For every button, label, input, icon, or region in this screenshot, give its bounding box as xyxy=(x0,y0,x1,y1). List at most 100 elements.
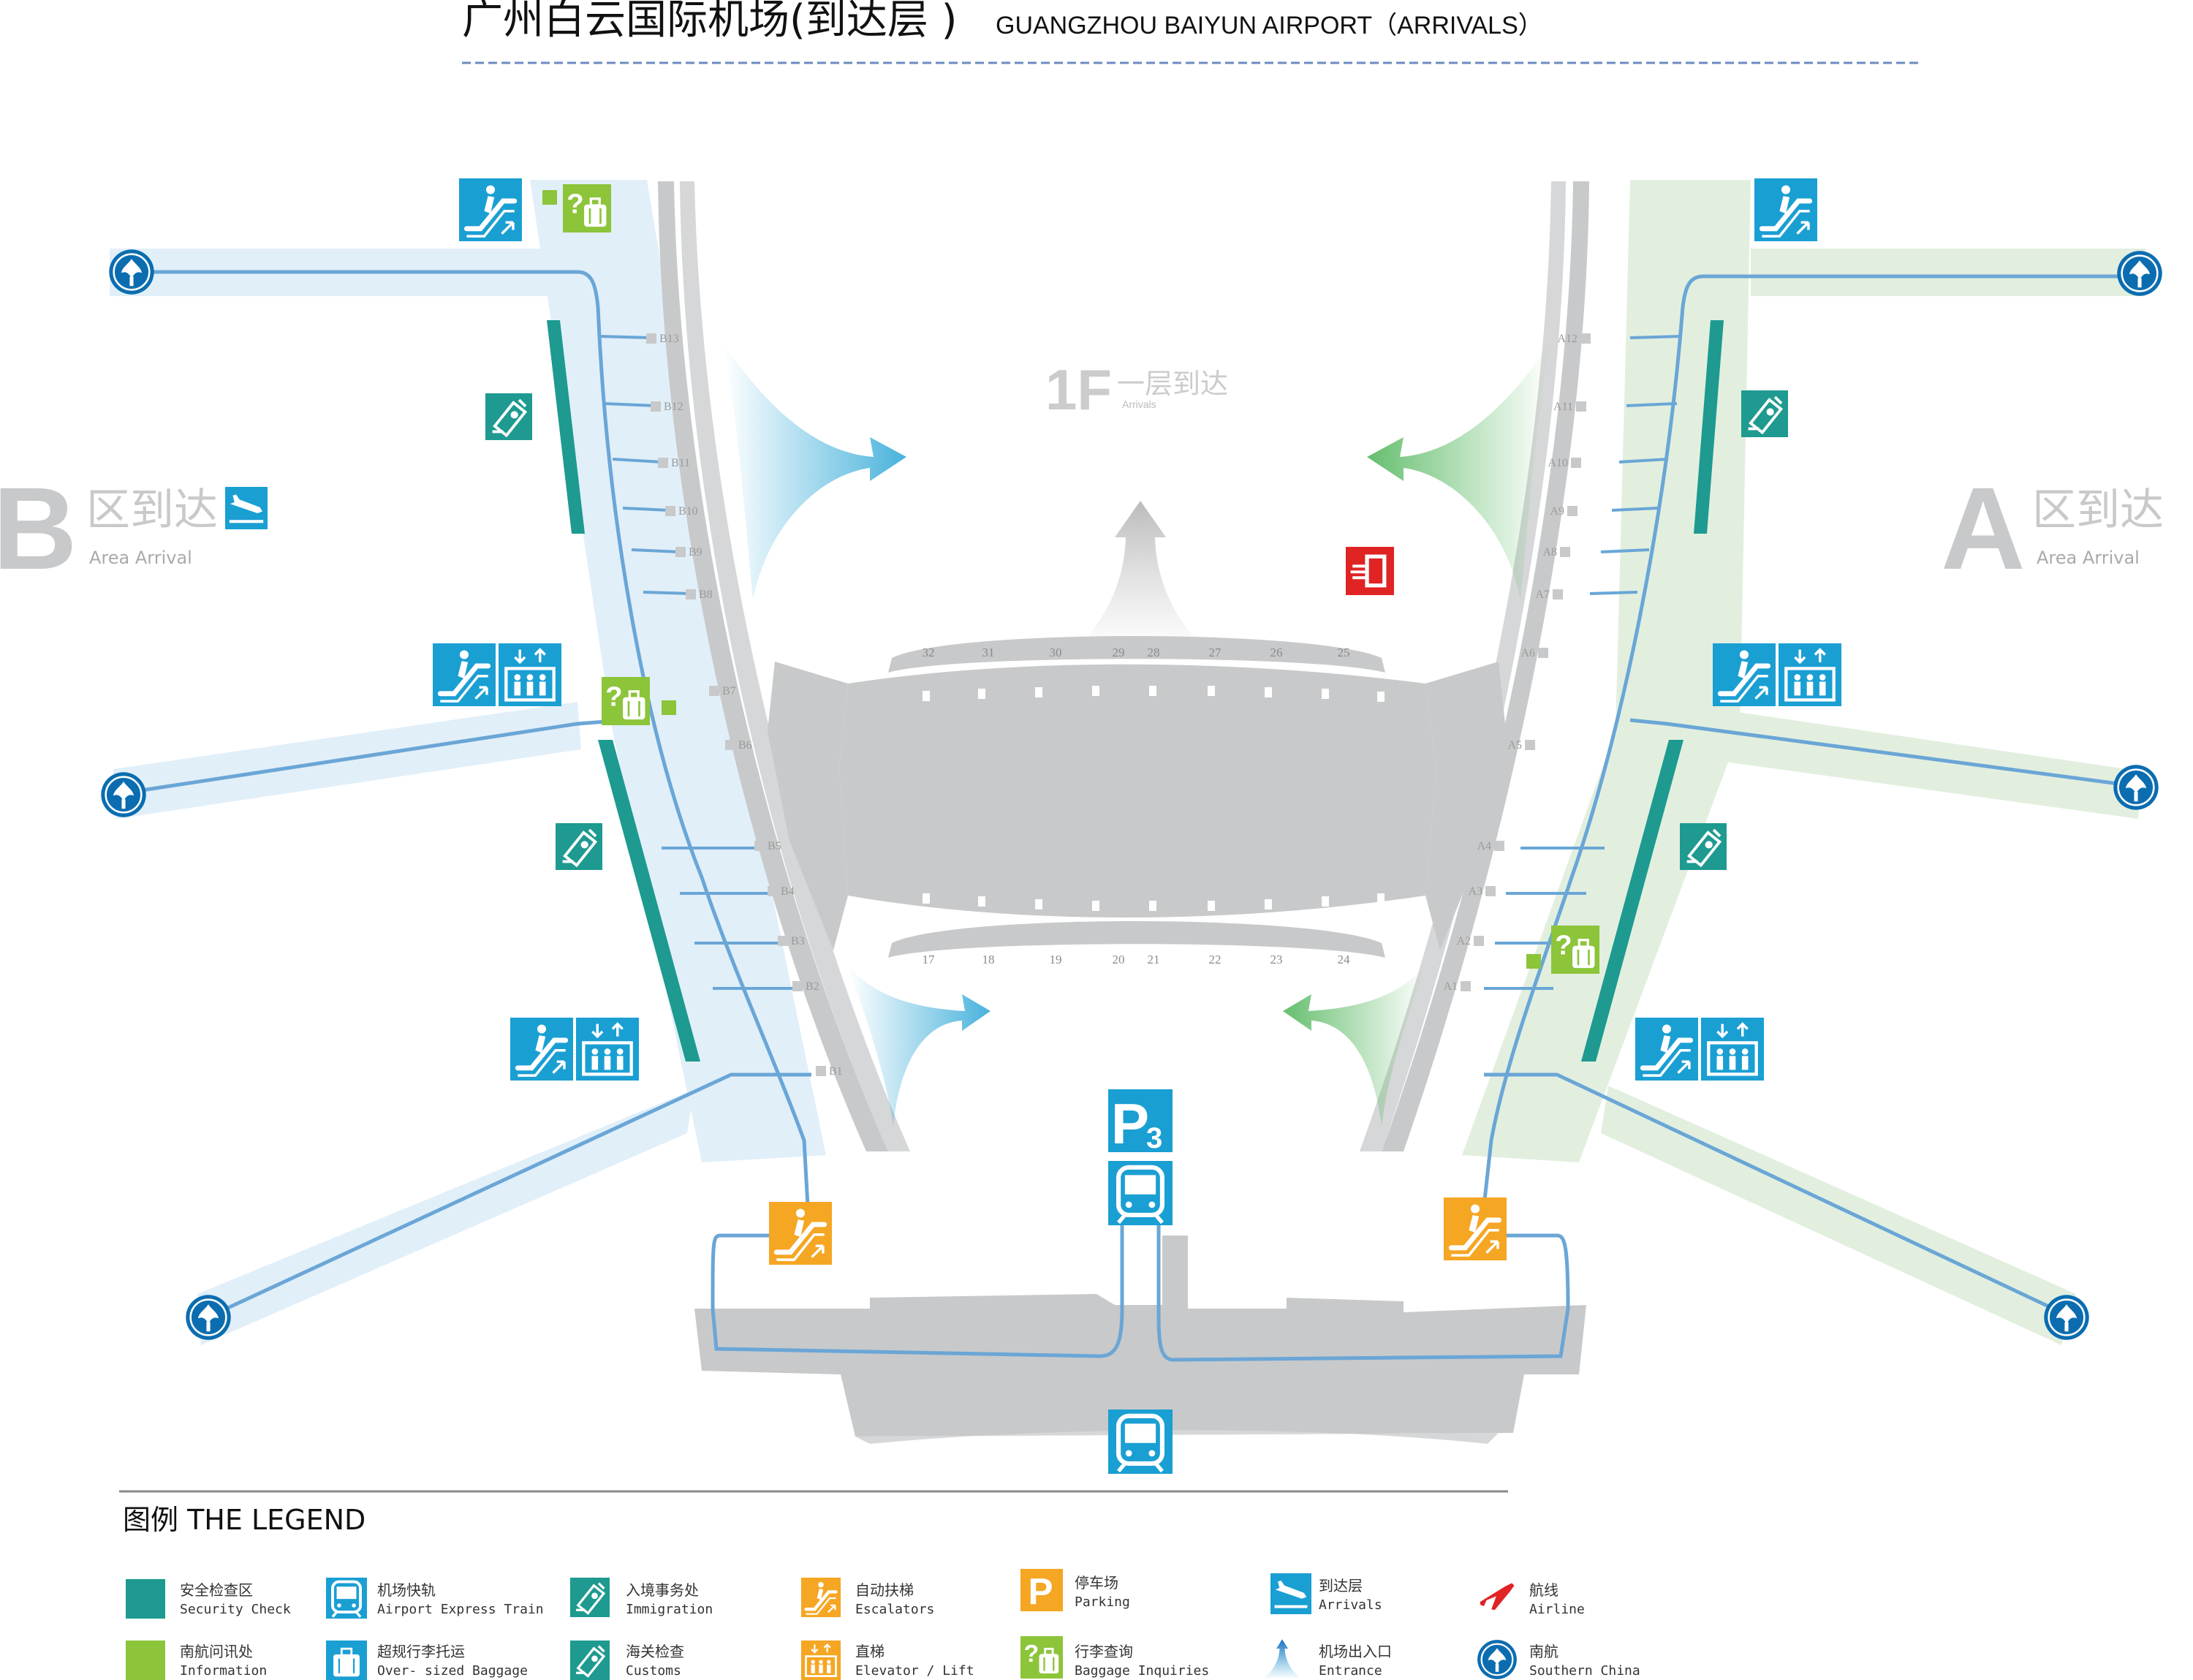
elevator-icon[interactable] xyxy=(576,1018,639,1081)
gate-marker xyxy=(1576,401,1586,412)
escalator-icon[interactable] xyxy=(459,178,522,241)
escalator-icon xyxy=(801,1578,841,1617)
stand-label: 18 xyxy=(982,953,995,966)
southern-china-icon[interactable] xyxy=(2116,250,2163,297)
stand-label: 23 xyxy=(1270,953,1283,966)
legend-label-zh: 安全检查区 xyxy=(180,1582,253,1599)
gate-label: A5 xyxy=(1507,739,1522,752)
oversized-baggage-icon xyxy=(326,1641,367,1680)
escalator-icon[interactable] xyxy=(433,643,496,706)
escalator-icon[interactable] xyxy=(769,1202,832,1265)
information-icon[interactable] xyxy=(563,184,611,232)
gate-marker xyxy=(1571,458,1581,468)
gate-marker xyxy=(768,886,778,896)
escalator-icon[interactable] xyxy=(510,1018,573,1081)
a-area-zh: 区到达 xyxy=(2032,485,2164,536)
b-area-zone xyxy=(110,180,826,1345)
escalator-icon[interactable] xyxy=(1754,178,1817,241)
escalator-icon[interactable] xyxy=(1713,643,1776,706)
southern-china-icon[interactable] xyxy=(2043,1294,2090,1341)
legend-label-en: Southern China xyxy=(1529,1663,1640,1679)
legend-label-en: Elevator / Lift xyxy=(855,1663,974,1679)
gate-label: B9 xyxy=(689,546,702,559)
gate-label: A8 xyxy=(1542,546,1557,559)
gate-marker xyxy=(675,547,686,557)
legend-label-zh: 到达层 xyxy=(1319,1578,1363,1594)
gate-label: B11 xyxy=(671,457,690,469)
legend-label-en: Customs xyxy=(626,1663,681,1679)
gate-marker xyxy=(665,506,675,516)
legend-label-en: Security Check xyxy=(180,1602,291,1617)
legend-label-zh: 直梯 xyxy=(855,1643,885,1660)
airport-express-train-icon[interactable] xyxy=(1108,1161,1173,1225)
elevator-icon[interactable] xyxy=(1779,643,1841,706)
stand-label: 31 xyxy=(982,646,995,659)
a-area-en: Area Arrival xyxy=(2037,548,2140,568)
gate-marker xyxy=(658,458,668,468)
gate-label: B5 xyxy=(768,840,781,852)
escalator-icon[interactable] xyxy=(1635,1018,1698,1081)
gate-marker xyxy=(778,936,788,946)
legend-label-zh: 机场快轨 xyxy=(377,1582,436,1599)
airport-express-train-icon[interactable] xyxy=(1108,1410,1173,1474)
legend-label-zh: 行李查询 xyxy=(1075,1643,1133,1660)
legend-label-en: Baggage Inquiries xyxy=(1075,1663,1209,1679)
legend-label-zh: 海关检查 xyxy=(626,1643,684,1660)
a-area-letter: A xyxy=(1941,463,2026,594)
parking-p3-icon[interactable]: P 3 xyxy=(1108,1089,1173,1156)
title-en: GUANGZHOU BAIYUN AIRPORT（ARRIVALS） xyxy=(996,12,1543,39)
legend-label-zh: 南航问讯处 xyxy=(180,1643,253,1660)
gate-marker xyxy=(1553,589,1563,599)
stand-label: 32 xyxy=(923,646,935,659)
gate-marker xyxy=(792,981,803,991)
southern-china-icon[interactable] xyxy=(2113,764,2159,811)
gate-marker xyxy=(1461,981,1471,991)
legend-label-zh: 航线 xyxy=(1529,1582,1558,1599)
gate-label: B8 xyxy=(699,589,713,601)
legend-label-en: Arrivals xyxy=(1319,1597,1382,1613)
floor-label-zh: 一层到达 xyxy=(1117,368,1228,400)
customs-icon xyxy=(570,1641,610,1680)
southern-china-icon[interactable] xyxy=(108,249,155,295)
gate-label: A9 xyxy=(1550,505,1564,518)
svg-text:P: P xyxy=(1111,1091,1149,1156)
southern-china-icon[interactable] xyxy=(100,771,147,818)
gate-label: B7 xyxy=(722,685,736,697)
legend-label-en: Airport Express Train xyxy=(377,1602,544,1617)
legend-label-en: Escalators xyxy=(855,1602,934,1617)
security-check-areas xyxy=(547,320,1724,1062)
arrivals-icon xyxy=(1270,1573,1311,1614)
gate-label: B3 xyxy=(791,935,805,947)
gate-label: A7 xyxy=(1535,589,1550,601)
stand-label: 20 xyxy=(1113,953,1125,966)
gate-label: B13 xyxy=(659,333,679,345)
stand-label: 27 xyxy=(1209,646,1222,659)
gate-marker xyxy=(1525,740,1535,750)
gate-label: A3 xyxy=(1468,885,1482,898)
stand-label: 30 xyxy=(1050,646,1062,659)
airport-express-train-icon xyxy=(326,1578,367,1619)
information-icon[interactable] xyxy=(602,677,650,725)
immigration-icon[interactable] xyxy=(485,393,532,440)
elevator-icon[interactable] xyxy=(499,643,561,706)
southern-china-icon xyxy=(1477,1639,1518,1680)
arrivals-flow-arrows xyxy=(724,344,1550,1126)
southern-china-icon[interactable] xyxy=(185,1294,232,1341)
gate-marker xyxy=(816,1066,826,1076)
legend-label-zh: 自动扶梯 xyxy=(855,1582,914,1599)
immigration-icon[interactable] xyxy=(1741,390,1788,437)
elevator-icon xyxy=(801,1641,841,1680)
information-icon[interactable] xyxy=(1551,926,1599,974)
parking-icon xyxy=(1020,1569,1063,1611)
escalator-icon[interactable] xyxy=(1444,1197,1507,1260)
gate-label: A6 xyxy=(1520,647,1535,659)
immigration-icon[interactable] xyxy=(1680,823,1727,870)
immigration-icon[interactable] xyxy=(556,823,602,870)
b-area-letter: B xyxy=(0,463,77,594)
legend-label-en: Parking xyxy=(1075,1594,1130,1610)
exit-icon[interactable] xyxy=(1346,547,1394,595)
elevator-icon[interactable] xyxy=(1701,1018,1764,1081)
stand-label: 19 xyxy=(1050,953,1062,966)
